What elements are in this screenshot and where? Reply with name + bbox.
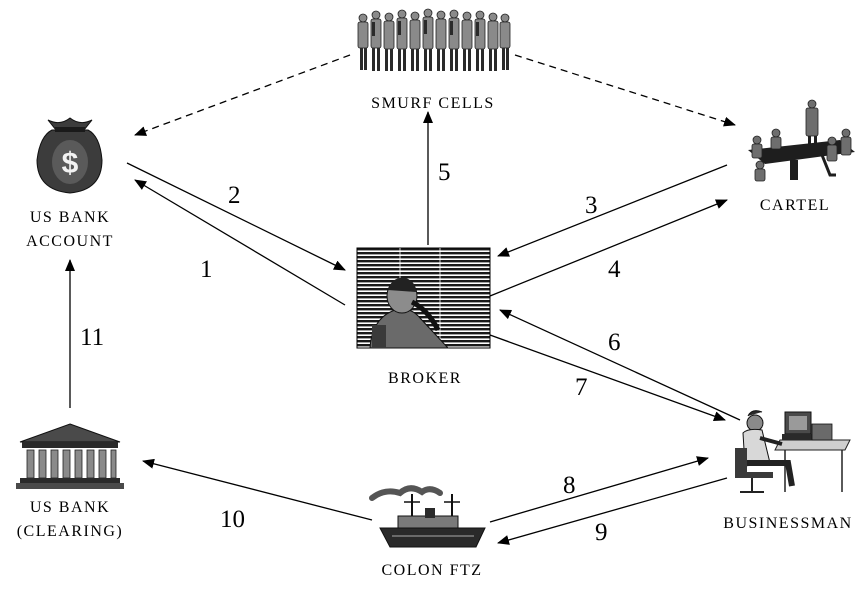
node-businessman: BUSINESSMAN	[723, 410, 852, 532]
svg-text:$: $	[62, 147, 79, 180]
smurf-cells-label: SMURF CELLS	[371, 95, 495, 112]
arrows	[65, 54, 741, 545]
flow-number-8: 8	[563, 472, 576, 499]
dashed-arrow-smurf-to-cartel	[514, 54, 736, 127]
businessman-label: BUSINESSMAN	[723, 515, 852, 532]
flow-number-1: 1	[200, 256, 213, 283]
man-on-phone-icon	[356, 247, 491, 349]
arrow-2-bank-to-broker	[126, 162, 346, 271]
cargo-ship-icon	[369, 485, 486, 548]
flow-number-9: 9	[595, 519, 608, 546]
arrow-3-cartel-to-broker	[497, 164, 728, 257]
node-colon-ftz: COLON FTZ	[369, 485, 486, 579]
node-cartel: CARTEL	[748, 99, 855, 214]
colon-ftz-label: COLON FTZ	[381, 562, 482, 579]
flow-number-6: 6	[608, 329, 621, 356]
arrow-10-colon-to-clearing	[142, 458, 373, 521]
flow-number-5: 5	[438, 159, 451, 186]
flow-numbers: 1 2 3 4 5 6 7 8 9 10 11	[80, 159, 621, 546]
node-us-bank-clearing: US BANK (CLEARING)	[16, 423, 124, 540]
people-group-icon	[357, 8, 511, 71]
man-at-computer-icon	[735, 410, 851, 493]
us-bank-account-label-line1: US BANK	[30, 209, 110, 226]
arrow-9-businessman-to-colon	[497, 477, 728, 545]
arrow-8-colon-to-businessman	[489, 456, 709, 523]
flow-number-3: 3	[585, 192, 598, 219]
arrow-7-broker-to-businessman	[489, 334, 726, 421]
arrow-6-businessman-to-broker	[499, 309, 741, 421]
flow-number-10: 10	[220, 506, 245, 533]
broker-label: BROKER	[388, 370, 462, 387]
cartel-label: CARTEL	[760, 197, 830, 214]
money-bag-icon: $	[36, 117, 103, 194]
node-us-bank-account: $ US BANK ACCOUNT	[26, 117, 114, 250]
meeting-table-icon	[748, 99, 855, 182]
us-bank-clearing-label-line2: (CLEARING)	[17, 523, 124, 540]
flow-number-2: 2	[228, 182, 241, 209]
flow-number-7: 7	[575, 374, 588, 401]
node-broker: BROKER	[356, 247, 491, 387]
dashed-arrow-smurf-to-bank	[134, 54, 351, 136]
arrow-1-broker-to-bank	[134, 179, 346, 306]
arrow-4-broker-to-cartel	[489, 199, 728, 297]
node-smurf-cells: SMURF CELLS	[357, 8, 511, 112]
us-bank-account-label-line2: ACCOUNT	[26, 233, 114, 250]
us-bank-clearing-label-line1: US BANK	[30, 499, 110, 516]
flow-number-4: 4	[608, 256, 621, 283]
bank-building-icon	[16, 423, 124, 489]
flow-number-11: 11	[80, 324, 104, 351]
